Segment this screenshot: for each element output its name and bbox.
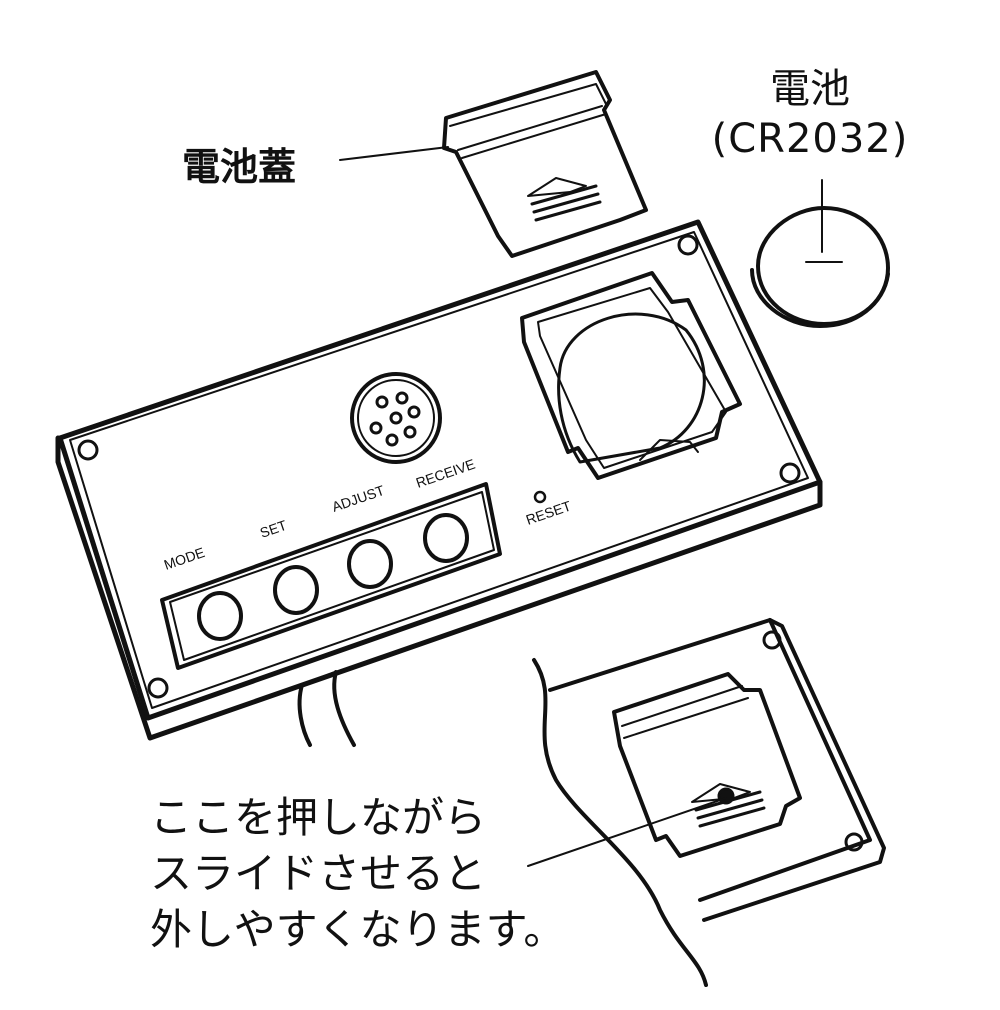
instruction-line-2: スライドさせると: [150, 849, 487, 898]
battery-cover-leader: [339, 146, 449, 161]
battery-model: (CR2032): [711, 116, 909, 162]
reset-pinhole[interactable]: [533, 490, 547, 504]
receive-button[interactable]: [423, 513, 469, 563]
press-point-dot: [717, 787, 735, 805]
screw-icon: [147, 677, 169, 699]
instruction-line-3: 外しやすくなります。: [150, 905, 566, 954]
press-point-leader: [527, 797, 727, 867]
coin-battery: [750, 206, 890, 328]
detail-inset: [532, 618, 886, 987]
button-tray: [160, 482, 502, 670]
battery-cover-lid: [442, 70, 648, 258]
screw-icon: [779, 462, 801, 484]
screw-icon: [677, 234, 699, 256]
battery-label: 電池 (CR2032): [680, 64, 940, 164]
speaker-grille: [350, 372, 442, 464]
instruction-note: ここを押しながら スライドさせると 外しやすくなります。: [150, 790, 565, 958]
mode-button[interactable]: [197, 591, 243, 641]
battery-name: 電池: [770, 66, 850, 112]
screw-icon: [77, 439, 99, 461]
instruction-line-1: ここを押しながら: [150, 793, 487, 842]
device-cable: [297, 670, 356, 747]
adjust-button[interactable]: [347, 539, 393, 589]
set-button[interactable]: [273, 565, 319, 615]
battery-cover-label: 電池蓋: [182, 145, 297, 189]
battery-compartment: [520, 271, 742, 480]
